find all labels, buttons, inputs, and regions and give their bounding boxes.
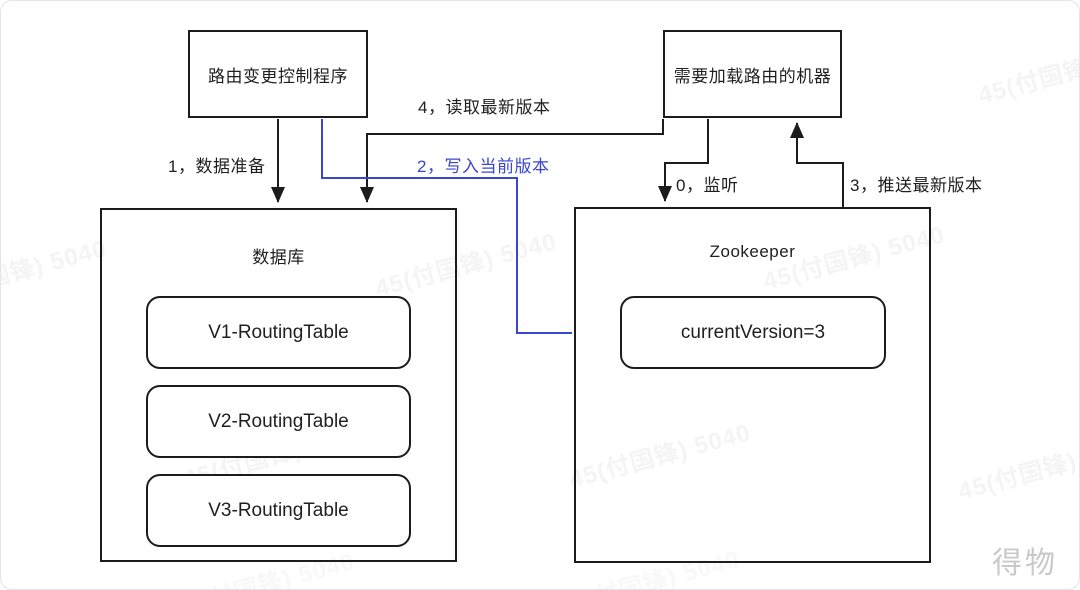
node-current-version: currentVersion=3	[620, 296, 886, 369]
edge-label-step2: 2，写入当前版本	[417, 157, 550, 176]
current-version-label: currentVersion=3	[680, 321, 826, 343]
v3-routing-table-label: V3-RoutingTable	[208, 499, 349, 521]
edge-step4-read-latest	[360, 119, 664, 203]
node-route-loading-machines-label: 需要加载路由的机器	[673, 66, 832, 86]
node-route-change-controller: 路由变更控制程序	[188, 30, 368, 118]
node-route-change-controller-label: 路由变更控制程序	[208, 66, 348, 86]
edge-label-step1: 1，数据准备	[168, 157, 266, 176]
database-title: 数据库	[252, 248, 305, 267]
zookeeper-title: Zookeeper	[709, 242, 796, 261]
node-v2-routing-table: V2-RoutingTable	[146, 385, 411, 458]
brand-watermark: 得物	[992, 547, 1058, 580]
edge-step2-write-current	[321, 119, 572, 334]
edge-step0-listen	[658, 119, 709, 202]
v2-routing-table-label: V2-RoutingTable	[208, 410, 349, 432]
v1-routing-table-label: V1-RoutingTable	[208, 321, 349, 343]
node-route-loading-machines: 需要加载路由的机器	[663, 30, 842, 118]
edge-label-step0: 0，监听	[676, 176, 739, 195]
container-zookeeper: Zookeeper	[574, 207, 931, 563]
edge-step3-push-latest	[790, 122, 844, 207]
container-database: 数据库	[100, 208, 457, 562]
edge-label-step4: 4，读取最新版本	[418, 98, 551, 117]
edge-label-step3: 3，推送最新版本	[850, 176, 983, 195]
node-v3-routing-table: V3-RoutingTable	[146, 474, 411, 547]
node-v1-routing-table: V1-RoutingTable	[146, 296, 411, 369]
